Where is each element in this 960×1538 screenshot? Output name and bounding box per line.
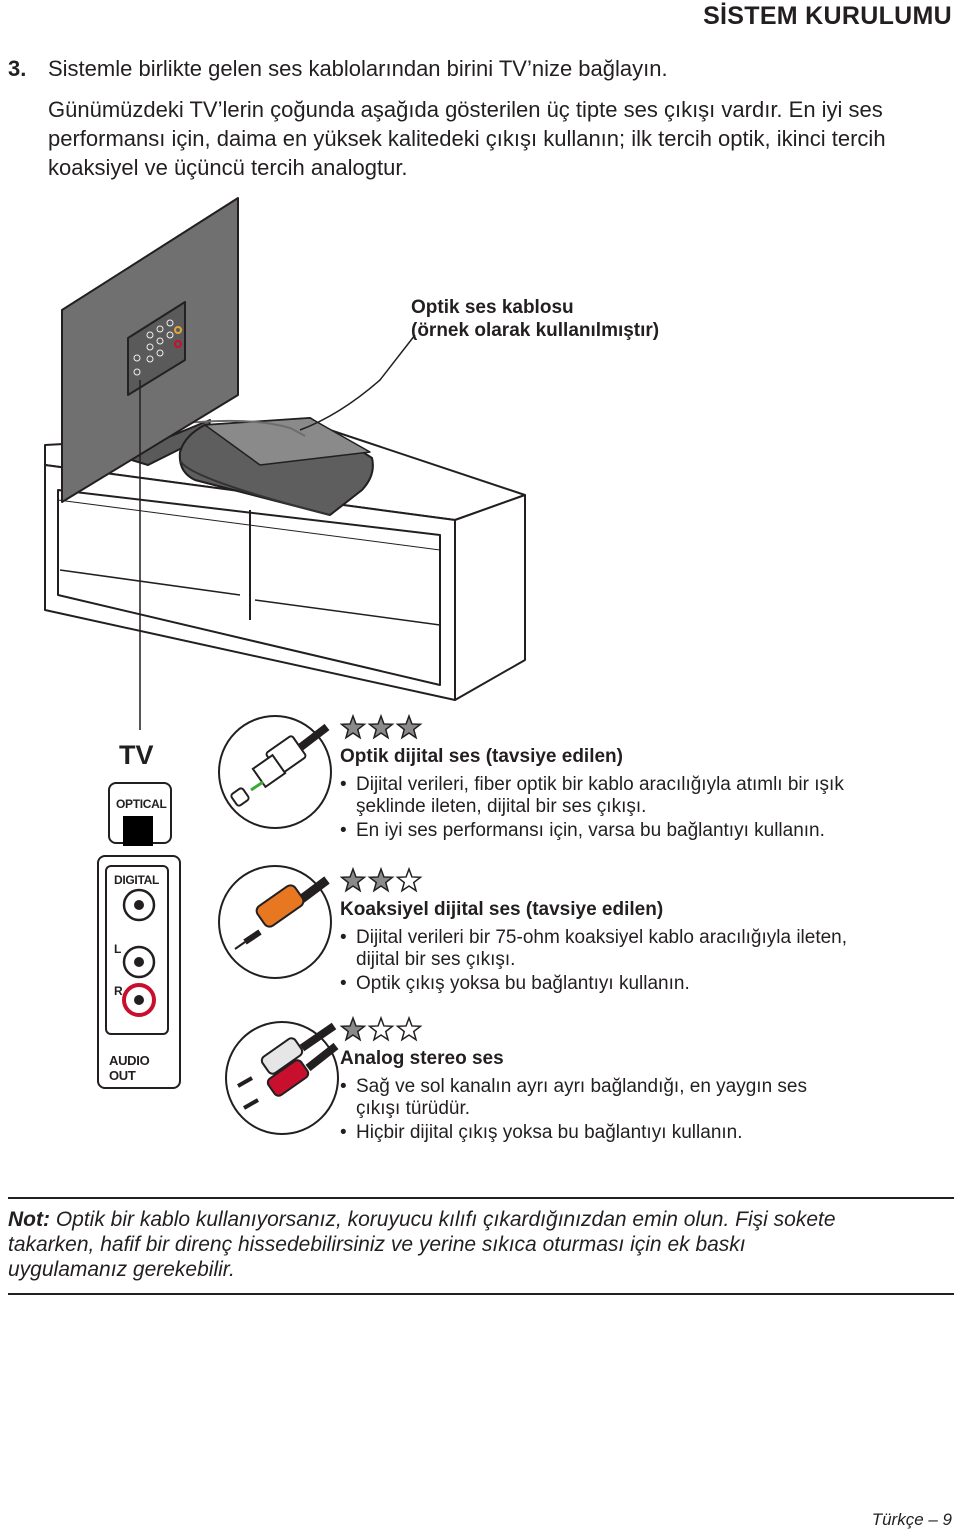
intro-line: Günümüzdeki TV’lerin çoğunda aşağıda gös…: [48, 97, 883, 122]
optical-label: OPTICAL: [116, 797, 167, 811]
optical-port: [123, 816, 153, 846]
star-filled-icon: [367, 866, 395, 893]
analog-section: Analog stereo ses Sağ ve sol kanalın ayr…: [339, 1015, 940, 1146]
rating-stars-icon: [339, 866, 423, 893]
intro-line: performansı için, daima en yüksek kalite…: [48, 126, 886, 151]
analog-connector-icon: [225, 1021, 339, 1135]
intro-line: koaksiyel ve üçüncü tercih analogtur.: [48, 155, 408, 180]
bullet-item: Dijital verileri, fiber optik bir kablo …: [340, 774, 940, 818]
bullet-item: Optik çıkış yoksa bu bağlantıyı kullanın…: [340, 973, 940, 995]
connection-title: Optik dijital ses (tavsiye edilen): [340, 746, 623, 767]
intro-paragraph: Günümüzdeki TV’lerin çoğunda aşağıda gös…: [48, 95, 928, 182]
section-header: SİSTEM KURULUMU: [703, 2, 952, 30]
bullet-item: En iyi ses performansı için, varsa bu ba…: [340, 820, 940, 842]
analog-digital-panel: DIGITAL L R AUDIO OUT: [97, 855, 181, 1089]
callout-label: Optik ses kablosu (örnek olarak kullanıl…: [411, 296, 659, 342]
star-empty-icon: [367, 1015, 395, 1042]
star-filled-icon: [339, 713, 367, 740]
star-filled-icon: [367, 713, 395, 740]
step-number: 3.: [8, 56, 27, 81]
note-label: Not:: [8, 1208, 50, 1231]
coaxial-section: Koaksiyel dijital ses (tavsiye edilen) D…: [339, 866, 940, 997]
note-line: Optik bir kablo kullanıyorsanız, koruyuc…: [49, 1208, 836, 1231]
rating-stars-icon: [339, 713, 423, 740]
tv-panel-title: TV: [119, 740, 154, 770]
step-text: Sistemle birlikte gelen ses kablolarında…: [48, 56, 668, 81]
bullet-item: Dijital verileri bir 75-ohm koaksiyel ka…: [340, 927, 940, 971]
star-empty-icon: [395, 866, 423, 893]
rca-ports: [122, 888, 156, 1017]
star-empty-icon: [395, 1015, 423, 1042]
tv-setup-illustration: [44, 197, 526, 730]
digital-label: DIGITAL: [114, 873, 160, 887]
note-line: uygulamanız gerekebilir.: [8, 1258, 235, 1281]
optical-port-box: OPTICAL: [108, 782, 172, 846]
page-footer: Türkçe – 9: [871, 1510, 952, 1529]
optical-section: Optik dijital ses (tavsiye edilen) Dijit…: [339, 713, 940, 844]
bullet-item: Sağ ve sol kanalın ayrı ayrı bağlandığı,…: [340, 1076, 940, 1120]
connection-title: Koaksiyel dijital ses (tavsiye edilen): [340, 899, 664, 920]
note-rule-top: [8, 1197, 954, 1199]
note-line: takarken, hafif bir direnç hissedebilirs…: [8, 1233, 746, 1256]
step-instruction: 3. Sistemle birlikte gelen ses kabloların…: [8, 56, 668, 82]
star-filled-icon: [339, 866, 367, 893]
note-rule-bottom: [8, 1293, 954, 1295]
callout-line: (örnek olarak kullanılmıştır): [411, 320, 660, 341]
callout-line: Optik ses kablosu: [411, 297, 574, 318]
note-box: Not: Optik bir kablo kullanıyorsanız, ko…: [8, 1207, 954, 1282]
right-channel-label: R: [114, 984, 123, 998]
bullet-item: Hiçbir dijital çıkış yoksa bu bağlantıyı…: [340, 1122, 940, 1144]
connection-title: Analog stereo ses: [340, 1048, 504, 1069]
audio-out-label: AUDIO OUT: [109, 1053, 150, 1083]
star-filled-icon: [339, 1015, 367, 1042]
optical-connector-icon: [218, 715, 332, 829]
ports-frame: [105, 865, 169, 1035]
coaxial-connector-icon: [218, 865, 332, 979]
rating-stars-icon: [339, 1015, 423, 1042]
left-channel-label: L: [114, 942, 122, 956]
star-filled-icon: [395, 713, 423, 740]
